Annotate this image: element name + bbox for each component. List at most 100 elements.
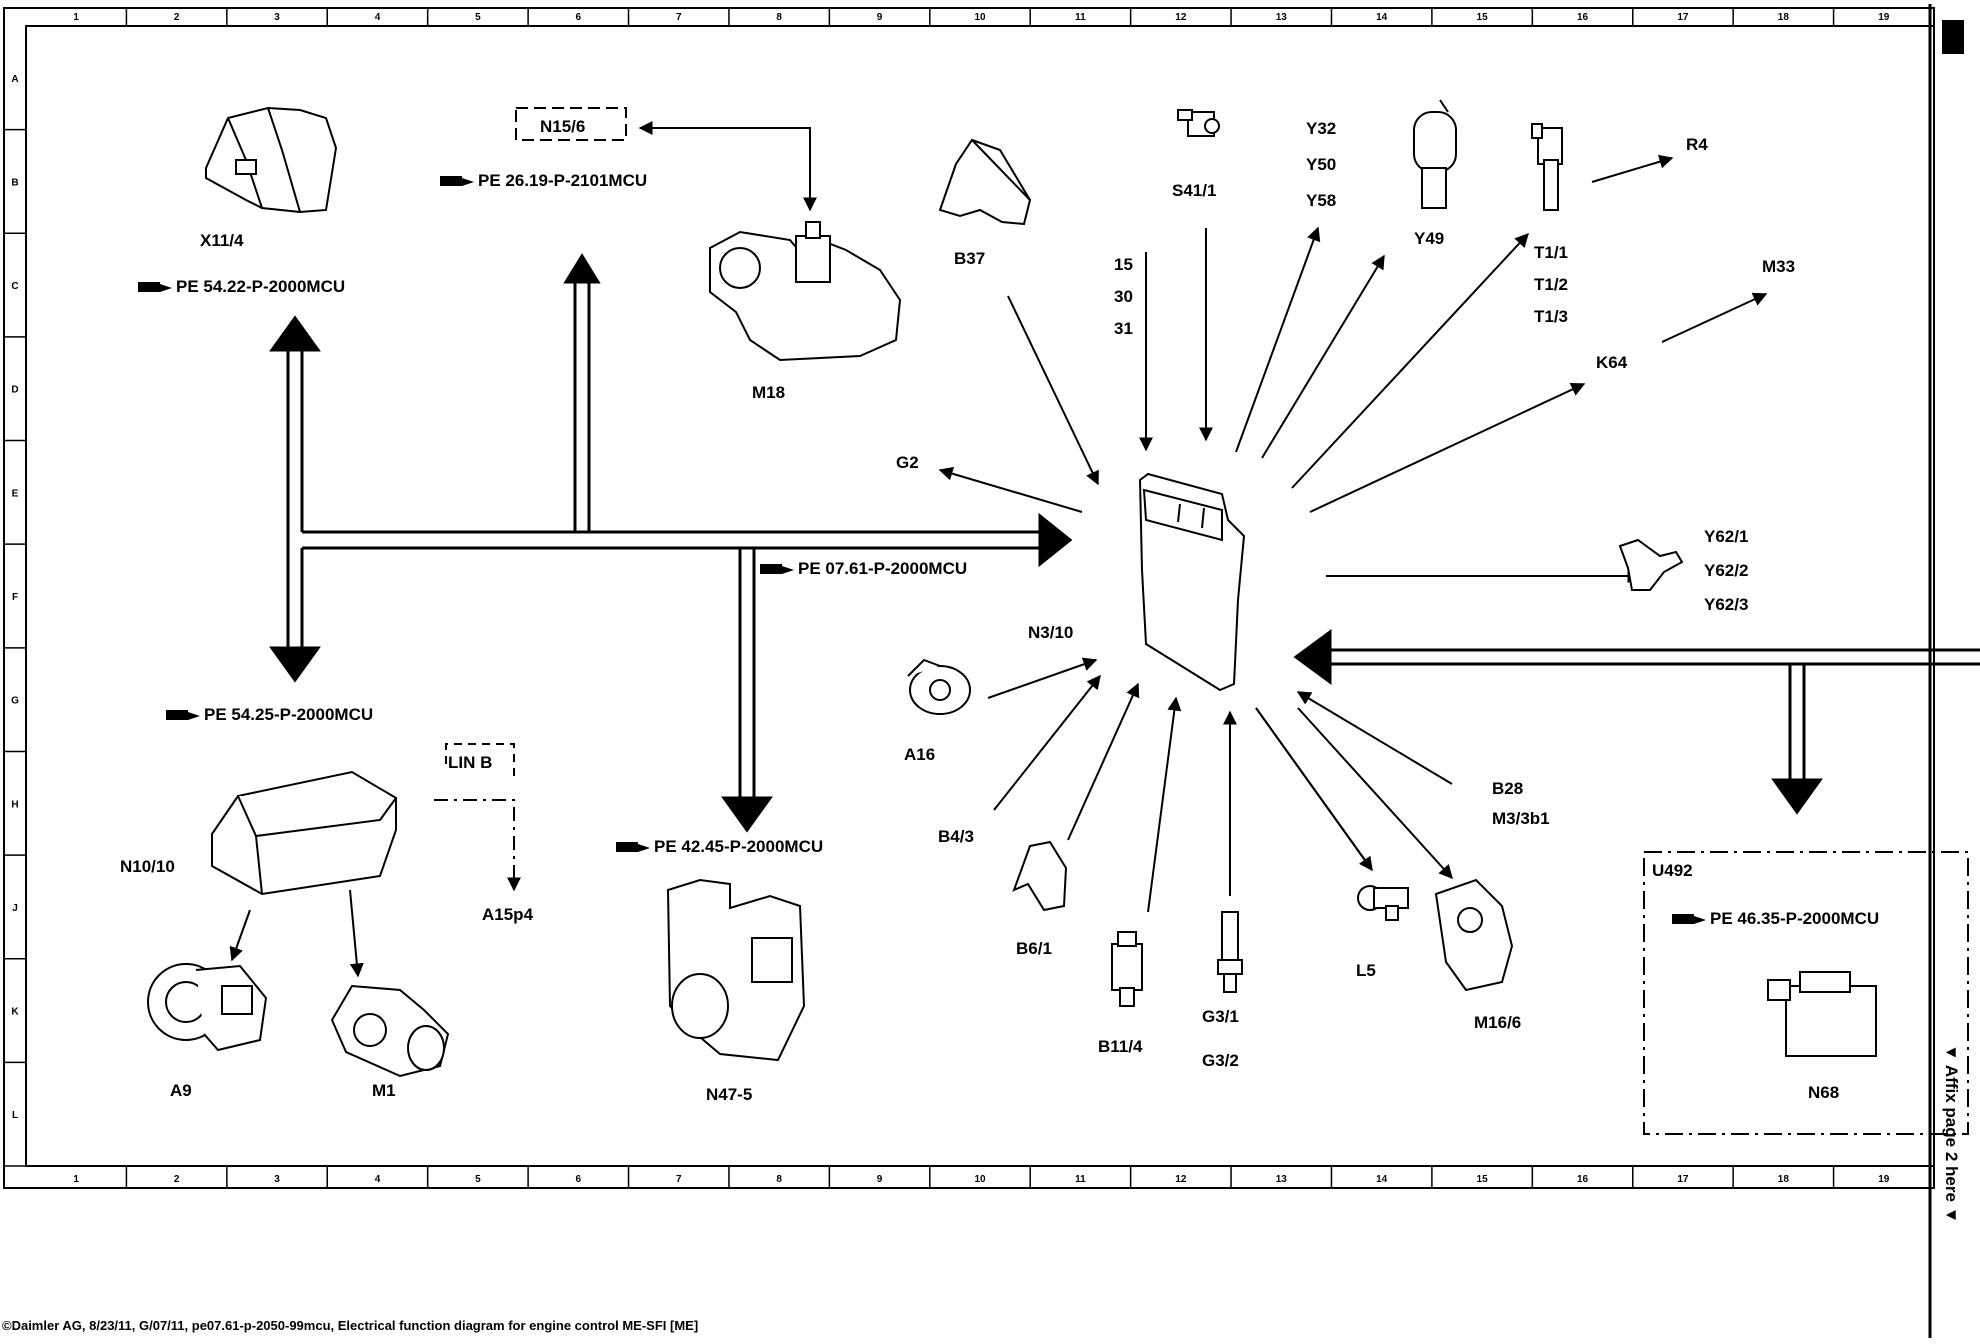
grid-column-label: 7 bbox=[676, 12, 682, 23]
label-r4: R4 bbox=[1686, 135, 1708, 154]
copyright-footer: ©Daimler AG, 8/23/11, G/07/11, pe07.61-p… bbox=[2, 1318, 699, 1333]
grid-labels: 1122334455667788991010111112121313141415… bbox=[11, 12, 1890, 1185]
label-t1-2: T1/2 bbox=[1534, 275, 1568, 294]
grid-column-label: 5 bbox=[475, 12, 481, 23]
label-m1: M1 bbox=[372, 1081, 396, 1100]
grid-column-label: 6 bbox=[576, 12, 582, 23]
grid-column-label: 8 bbox=[776, 12, 782, 23]
grid-row-label: L bbox=[12, 1110, 18, 1121]
crankshaft-sensor-icon bbox=[1357, 885, 1409, 921]
label-l5: L5 bbox=[1356, 961, 1376, 980]
reference-text: PE 46.35-P-2000MCU bbox=[1710, 909, 1879, 928]
grid-column-label: 15 bbox=[1477, 1174, 1489, 1185]
grid-column-label: 3 bbox=[274, 12, 280, 23]
grid-column-label: 14 bbox=[1376, 12, 1388, 23]
grid-row-label: J bbox=[12, 903, 18, 914]
label-y32: Y32 bbox=[1306, 119, 1336, 138]
label-t1-3: T1/3 bbox=[1534, 307, 1568, 326]
grid-column-label: 2 bbox=[174, 12, 180, 23]
grid-column-label: 1 bbox=[73, 1174, 79, 1185]
grid-column-label: 9 bbox=[877, 1174, 883, 1185]
reference-pe4245[interactable]: PE 42.45-P-2000MCU bbox=[616, 837, 823, 856]
grid-column-label: 1 bbox=[73, 12, 79, 23]
reference-pe4635[interactable]: PE 46.35-P-2000MCU bbox=[1672, 909, 1879, 928]
grid-column-label: 10 bbox=[974, 1174, 986, 1185]
label-b37: B37 bbox=[954, 249, 985, 268]
label-k64: K64 bbox=[1596, 353, 1628, 372]
label-y62-3: Y62/3 bbox=[1704, 595, 1748, 614]
grid-column-label: 2 bbox=[174, 1174, 180, 1185]
reference-text: PE 54.22-P-2000MCU bbox=[176, 277, 345, 296]
grid-column-label: 12 bbox=[1175, 12, 1187, 23]
label-n15-6: N15/6 bbox=[540, 117, 585, 136]
diagram-frame bbox=[3, 4, 1964, 1338]
grid-column-label: 17 bbox=[1677, 1174, 1689, 1185]
reference-hand-icon bbox=[616, 842, 650, 852]
label-m33: M33 bbox=[1762, 257, 1795, 276]
reference-hand-icon bbox=[1672, 914, 1706, 924]
label-a16: A16 bbox=[904, 745, 935, 764]
label-y58: Y58 bbox=[1306, 191, 1336, 210]
label-n47-5: N47-5 bbox=[706, 1085, 752, 1104]
terminal-label: 31 bbox=[1114, 319, 1133, 338]
reference-pe5425[interactable]: PE 54.25-P-2000MCU bbox=[166, 705, 373, 724]
starter-motor-icon bbox=[330, 984, 450, 1078]
signal-arrows bbox=[229, 121, 1768, 978]
label-y62-1: Y62/1 bbox=[1704, 527, 1748, 546]
grid-column-label: 8 bbox=[776, 1174, 782, 1185]
power-steering-unit-icon bbox=[1767, 971, 1877, 1057]
grid-column-label: 14 bbox=[1376, 1174, 1388, 1185]
grid-column-label: 5 bbox=[475, 1174, 481, 1185]
label-m18: M18 bbox=[752, 383, 785, 402]
grid-row-label: F bbox=[12, 592, 18, 603]
esp-control-unit-icon bbox=[666, 878, 806, 1062]
component-drawings bbox=[147, 99, 1877, 1078]
grid-column-label: 7 bbox=[676, 1174, 682, 1185]
label-g3-2: G3/2 bbox=[1202, 1051, 1239, 1070]
grid-row-label: C bbox=[11, 281, 18, 292]
pedal-sensor-icon bbox=[938, 138, 1032, 226]
grid-column-label: 17 bbox=[1677, 12, 1689, 23]
grid-row-label: E bbox=[12, 488, 19, 499]
label-m16-6: M16/6 bbox=[1474, 1013, 1521, 1032]
references: PE 54.22-P-2000MCU PE 26.19-P-2101MCU PE… bbox=[138, 171, 1879, 928]
lin-b-connection bbox=[434, 743, 521, 892]
grid-column-label: 3 bbox=[274, 1174, 280, 1185]
label-lin-b: LIN B bbox=[448, 753, 492, 772]
actuator-m18-icon bbox=[709, 221, 902, 362]
grid-column-label: 16 bbox=[1577, 12, 1589, 23]
diagnostic-connector-icon bbox=[205, 106, 338, 214]
label-s41-1: S41/1 bbox=[1172, 181, 1216, 200]
label-y49: Y49 bbox=[1414, 229, 1444, 248]
label-g2: G2 bbox=[896, 453, 919, 472]
ac-compressor-icon bbox=[147, 963, 268, 1052]
label-n3-10: N3/10 bbox=[1028, 623, 1073, 642]
grid-column-label: 15 bbox=[1477, 12, 1489, 23]
label-t1-1: T1/1 bbox=[1534, 243, 1568, 262]
label-n68: N68 bbox=[1808, 1083, 1839, 1102]
reference-hand-icon bbox=[138, 282, 172, 292]
label-x11-4: X11/4 bbox=[200, 231, 244, 250]
injector-icon bbox=[1618, 538, 1684, 591]
reference-text: PE 42.45-P-2000MCU bbox=[654, 837, 823, 856]
label-b28: B28 bbox=[1492, 779, 1523, 798]
affix-page-note: ▼ Affix page 2 here ▼ bbox=[1942, 1044, 1961, 1223]
bus-connections bbox=[269, 253, 1980, 833]
grid-row-label: D bbox=[11, 385, 18, 396]
reference-hand-icon bbox=[440, 176, 474, 186]
ignition-coil-icon bbox=[1531, 123, 1563, 211]
grid-column-label: 19 bbox=[1878, 1174, 1890, 1185]
grid-column-label: 12 bbox=[1175, 1174, 1187, 1185]
grid-row-label: G bbox=[11, 696, 19, 707]
u492-box bbox=[1643, 851, 1969, 1135]
component-labels: X11/4 N15/6 M18 B37 S41/1 Y32 Y50 Y58 Y4… bbox=[120, 117, 1839, 1104]
reference-pe0761[interactable]: PE 07.61-P-2000MCU bbox=[760, 559, 967, 578]
grid-column-label: 18 bbox=[1778, 1174, 1790, 1185]
reference-pe5422[interactable]: PE 54.22-P-2000MCU bbox=[138, 277, 345, 296]
reference-text: PE 26.19-P-2101MCU bbox=[478, 171, 647, 190]
reference-pe2619[interactable]: PE 26.19-P-2101MCU bbox=[440, 171, 647, 190]
grid-column-label: 4 bbox=[375, 12, 381, 23]
sam-control-unit-icon bbox=[211, 770, 397, 896]
grid-row-label: B bbox=[11, 177, 18, 188]
label-g3-1: G3/1 bbox=[1202, 1007, 1239, 1026]
